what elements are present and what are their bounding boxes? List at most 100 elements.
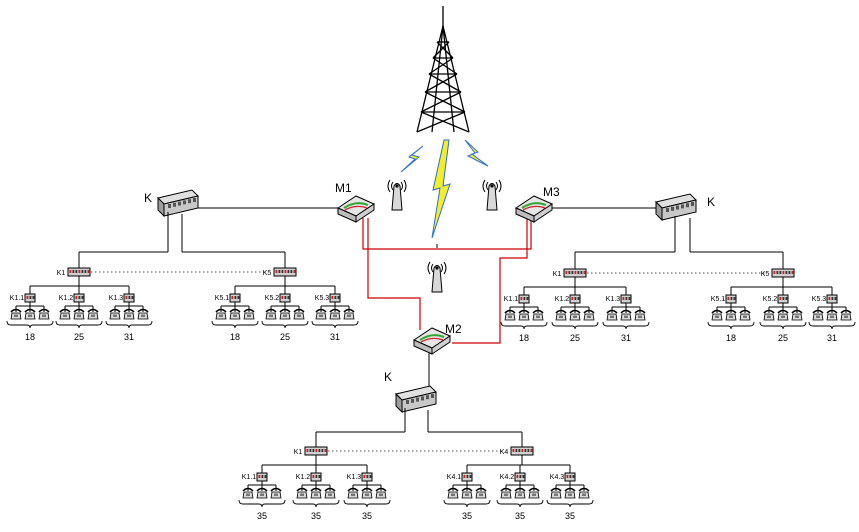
group-brace <box>443 499 491 508</box>
switch-label: K <box>707 195 715 209</box>
telephone-icon <box>375 487 387 499</box>
group-brace <box>602 321 650 330</box>
hub-icon <box>24 293 36 303</box>
sub-group: K1.331 <box>602 291 650 343</box>
sub-group: K1.225 <box>551 291 599 343</box>
sub-hub-label: K1.1 <box>10 295 25 302</box>
sub-hub-label: K4.1 <box>447 474 462 481</box>
device-count: 35 <box>515 511 525 521</box>
group-hub-label: K4 <box>500 449 509 456</box>
telephone-icon <box>59 308 71 320</box>
router-label-m3: M3 <box>543 185 560 199</box>
telephone-icon <box>265 308 277 320</box>
wireless-signal-icon <box>400 145 424 173</box>
telephone-icon <box>550 487 562 499</box>
telephone-icon <box>606 309 618 321</box>
device-count: 35 <box>362 511 372 521</box>
group-hub-label: K1 <box>553 271 562 278</box>
network-switch-icon <box>655 193 697 222</box>
group-hub-label: K1 <box>57 270 66 277</box>
sub-hub-label: K1.1 <box>504 296 519 303</box>
telephone-icon <box>38 308 50 320</box>
group-brace <box>759 321 807 330</box>
sub-group: K1.331 <box>105 290 153 342</box>
telephone-icon <box>137 308 149 320</box>
sub-hub-label: K1.2 <box>59 295 74 302</box>
network-switch-icon <box>395 385 437 414</box>
hub-icon <box>569 294 581 304</box>
hub-icon <box>273 267 297 277</box>
telephone-icon <box>343 308 355 320</box>
sub-group: K5.3 31 <box>808 291 856 343</box>
sub-group: K1.335 <box>343 469 391 521</box>
hub-icon <box>510 446 534 456</box>
telephone-icon <box>87 308 99 320</box>
telephone-icon <box>569 309 581 321</box>
group-hub-label: K1 <box>294 449 303 456</box>
group-brace <box>343 499 391 508</box>
telephone-icon <box>578 487 590 499</box>
branch-left: KK1K1.118K1.225K1.331K5K5.118K5.225K5.33… <box>6 189 359 342</box>
telephone-icon <box>528 487 540 499</box>
hub-icon <box>310 472 322 482</box>
sub-hub-label: K5.2 <box>265 295 280 302</box>
hub-icon <box>73 293 85 303</box>
sub-hub-label: K5.3 <box>812 296 827 303</box>
sub-group: K1.118 <box>6 290 54 342</box>
device-count: 31 <box>124 332 134 342</box>
sub-group: K5.2 25 <box>261 290 309 342</box>
hub-icon <box>67 267 91 277</box>
hub-icon <box>461 472 473 482</box>
sub-group: K5.331 <box>311 290 359 342</box>
sub-group: K4.135 <box>443 469 491 521</box>
telephone-icon <box>324 487 336 499</box>
telephone-icon <box>504 309 516 321</box>
sub-hub-label: K4.2 <box>500 474 515 481</box>
telephone-icon <box>270 487 282 499</box>
group-brace <box>105 320 153 329</box>
device-count: 18 <box>726 333 736 343</box>
telephone-icon <box>310 487 322 499</box>
device-count: 25 <box>74 332 84 342</box>
telephone-icon <box>361 487 373 499</box>
sub-hub-label: K1.1 <box>242 474 257 481</box>
device-count: 25 <box>280 332 290 342</box>
device-count: 25 <box>570 333 580 343</box>
sub-hub-label: K4.3 <box>550 474 565 481</box>
telephone-icon <box>215 308 227 320</box>
telephone-icon <box>725 309 737 321</box>
hub-icon <box>771 268 795 278</box>
group-brace <box>261 320 309 329</box>
telephone-icon <box>329 308 341 320</box>
hub-icon <box>229 293 241 303</box>
telephone-icon <box>256 487 268 499</box>
telephone-icon <box>514 487 526 499</box>
telephone-icon <box>518 309 530 321</box>
telephone-icon <box>24 308 36 320</box>
group-brace <box>211 320 259 329</box>
telephone-icon <box>10 308 22 320</box>
sub-hub-label: K5.1 <box>215 295 230 302</box>
radio-tower-icon <box>416 6 470 133</box>
wireless-antenna-icon <box>482 179 502 211</box>
hub-icon <box>563 268 587 278</box>
telephone-icon <box>583 309 595 321</box>
device-count: 18 <box>230 332 240 342</box>
router-icon <box>412 327 452 355</box>
hub-icon <box>826 294 838 304</box>
hub-icon <box>256 472 268 482</box>
sub-group: K1.135 <box>238 469 286 521</box>
telephone-icon <box>242 487 254 499</box>
sub-group: K5.1 18 <box>211 290 259 342</box>
group-brace <box>55 320 103 329</box>
device-count: 31 <box>330 332 340 342</box>
hub-icon <box>361 472 373 482</box>
sub-group: K5.225 <box>759 291 807 343</box>
telephone-icon <box>777 309 789 321</box>
device-count: 31 <box>827 333 837 343</box>
telephone-icon <box>711 309 723 321</box>
sub-group: K5.118 <box>707 291 755 343</box>
